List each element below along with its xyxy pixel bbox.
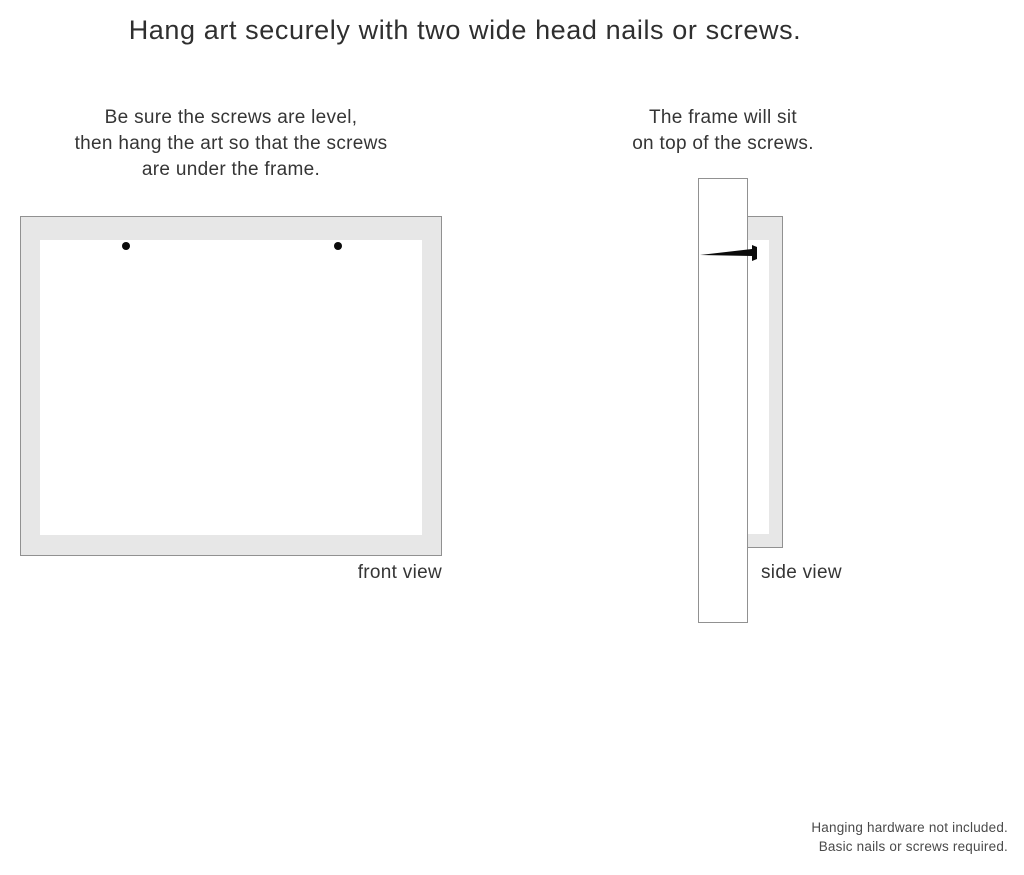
instruction-line: then hang the art so that the screws <box>74 133 388 154</box>
front-view-mat <box>40 240 422 535</box>
screw-dot-left <box>122 242 130 250</box>
nail-icon <box>700 245 757 261</box>
instruction-line: The frame will sit <box>649 107 797 128</box>
front-view-label: front view <box>357 562 442 583</box>
right-instruction: The frame will sit on top of the screws. <box>608 105 838 157</box>
side-view-frame-profile <box>747 216 783 548</box>
side-view-label: side view <box>761 562 842 583</box>
page-title: Hang art securely with two wide head nai… <box>128 15 802 45</box>
left-instruction: Be sure the screws are level, then hang … <box>20 105 442 183</box>
footnote: Hanging hardware not included. Basic nai… <box>811 819 1008 856</box>
instruction-line: are under the frame. <box>141 159 321 180</box>
front-view-frame <box>20 216 442 556</box>
screw-dot-right <box>334 242 342 250</box>
footnote-line: Hanging hardware not included. <box>811 820 1008 835</box>
instruction-line: on top of the screws. <box>632 133 814 154</box>
side-view-frame-inner <box>748 240 769 534</box>
footnote-line: Basic nails or screws required. <box>818 838 1008 854</box>
instruction-line: Be sure the screws are level, <box>104 107 358 128</box>
